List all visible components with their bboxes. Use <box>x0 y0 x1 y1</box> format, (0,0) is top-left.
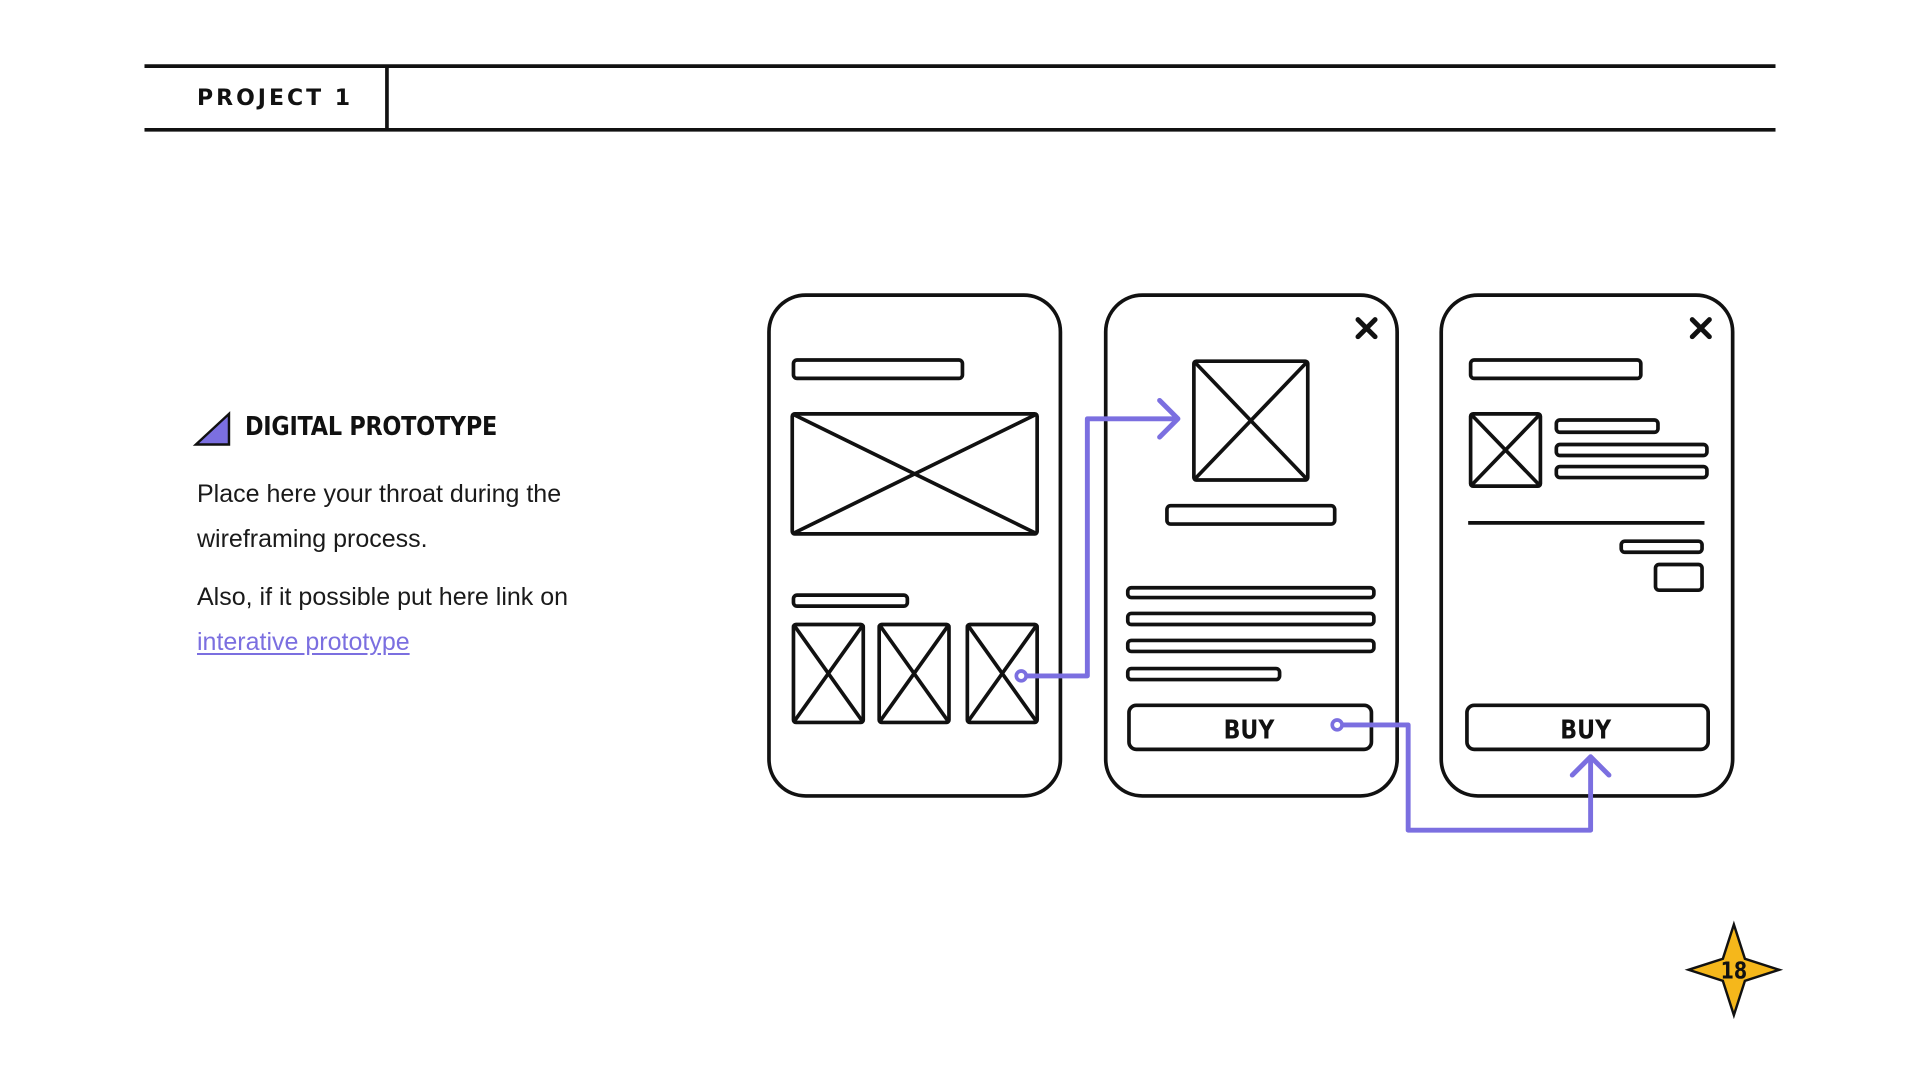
text-placeholder <box>791 593 910 608</box>
buy-button-frame[interactable] <box>1465 703 1710 752</box>
image-placeholder-icon <box>1468 412 1543 488</box>
prototype-link[interactable]: interative prototype <box>197 628 410 656</box>
project-label: PROJECT 1 <box>197 86 354 111</box>
close-icon <box>1355 317 1378 340</box>
text-line-placeholder <box>1125 611 1376 627</box>
wireframe-screen-3 <box>1439 293 1735 798</box>
description-line: wireframing process. <box>197 525 428 553</box>
phone-frame <box>1439 293 1735 798</box>
quantity-placeholder <box>1653 562 1704 593</box>
image-placeholder-icon <box>790 412 1039 536</box>
description-line: Place here your throat during the <box>197 480 562 508</box>
link-paragraph: Also, if it possible put here link on in… <box>197 575 568 665</box>
page-number: 18 <box>1721 958 1748 985</box>
text-line-placeholder <box>1554 418 1660 435</box>
close-icon <box>1689 317 1712 340</box>
connector-dot <box>1330 718 1344 732</box>
phone-frame <box>767 293 1063 798</box>
text-line-placeholder <box>1554 464 1709 480</box>
section-title: DIGITAL PROTOTYPE <box>245 412 498 442</box>
page-number-badge: 18 <box>1684 920 1784 1020</box>
text-line-placeholder <box>1554 442 1709 458</box>
phone-frame <box>1103 293 1399 798</box>
arrow-right-icon <box>1157 397 1181 440</box>
flow-connector-2 <box>1330 718 1612 833</box>
star-icon <box>1684 920 1784 1020</box>
buy-button-label: BUY <box>1224 715 1275 745</box>
link-intro-text: Also, if it possible put here link on <box>197 583 569 611</box>
text-line-placeholder <box>1125 638 1376 654</box>
text-line-placeholder <box>1125 585 1376 600</box>
connector-dot <box>1014 669 1028 683</box>
title-placeholder <box>1165 503 1337 526</box>
buy-button-label: BUY <box>1560 715 1611 745</box>
total-placeholder <box>1619 539 1704 555</box>
arrow-up-icon <box>1569 754 1612 778</box>
header-frame <box>144 64 1776 132</box>
text-line-placeholder <box>1125 666 1282 682</box>
image-placeholder-icon <box>791 622 866 725</box>
triangle-icon <box>192 411 231 446</box>
wireframe-screen-1 <box>767 293 1063 798</box>
description-paragraph: Place here your throat during the wirefr… <box>197 472 561 562</box>
image-placeholder-icon <box>1192 359 1310 482</box>
image-placeholder-icon <box>877 622 951 725</box>
title-bar-placeholder <box>1468 358 1643 381</box>
flow-connector-1 <box>1014 397 1181 683</box>
title-bar-placeholder <box>791 358 965 381</box>
